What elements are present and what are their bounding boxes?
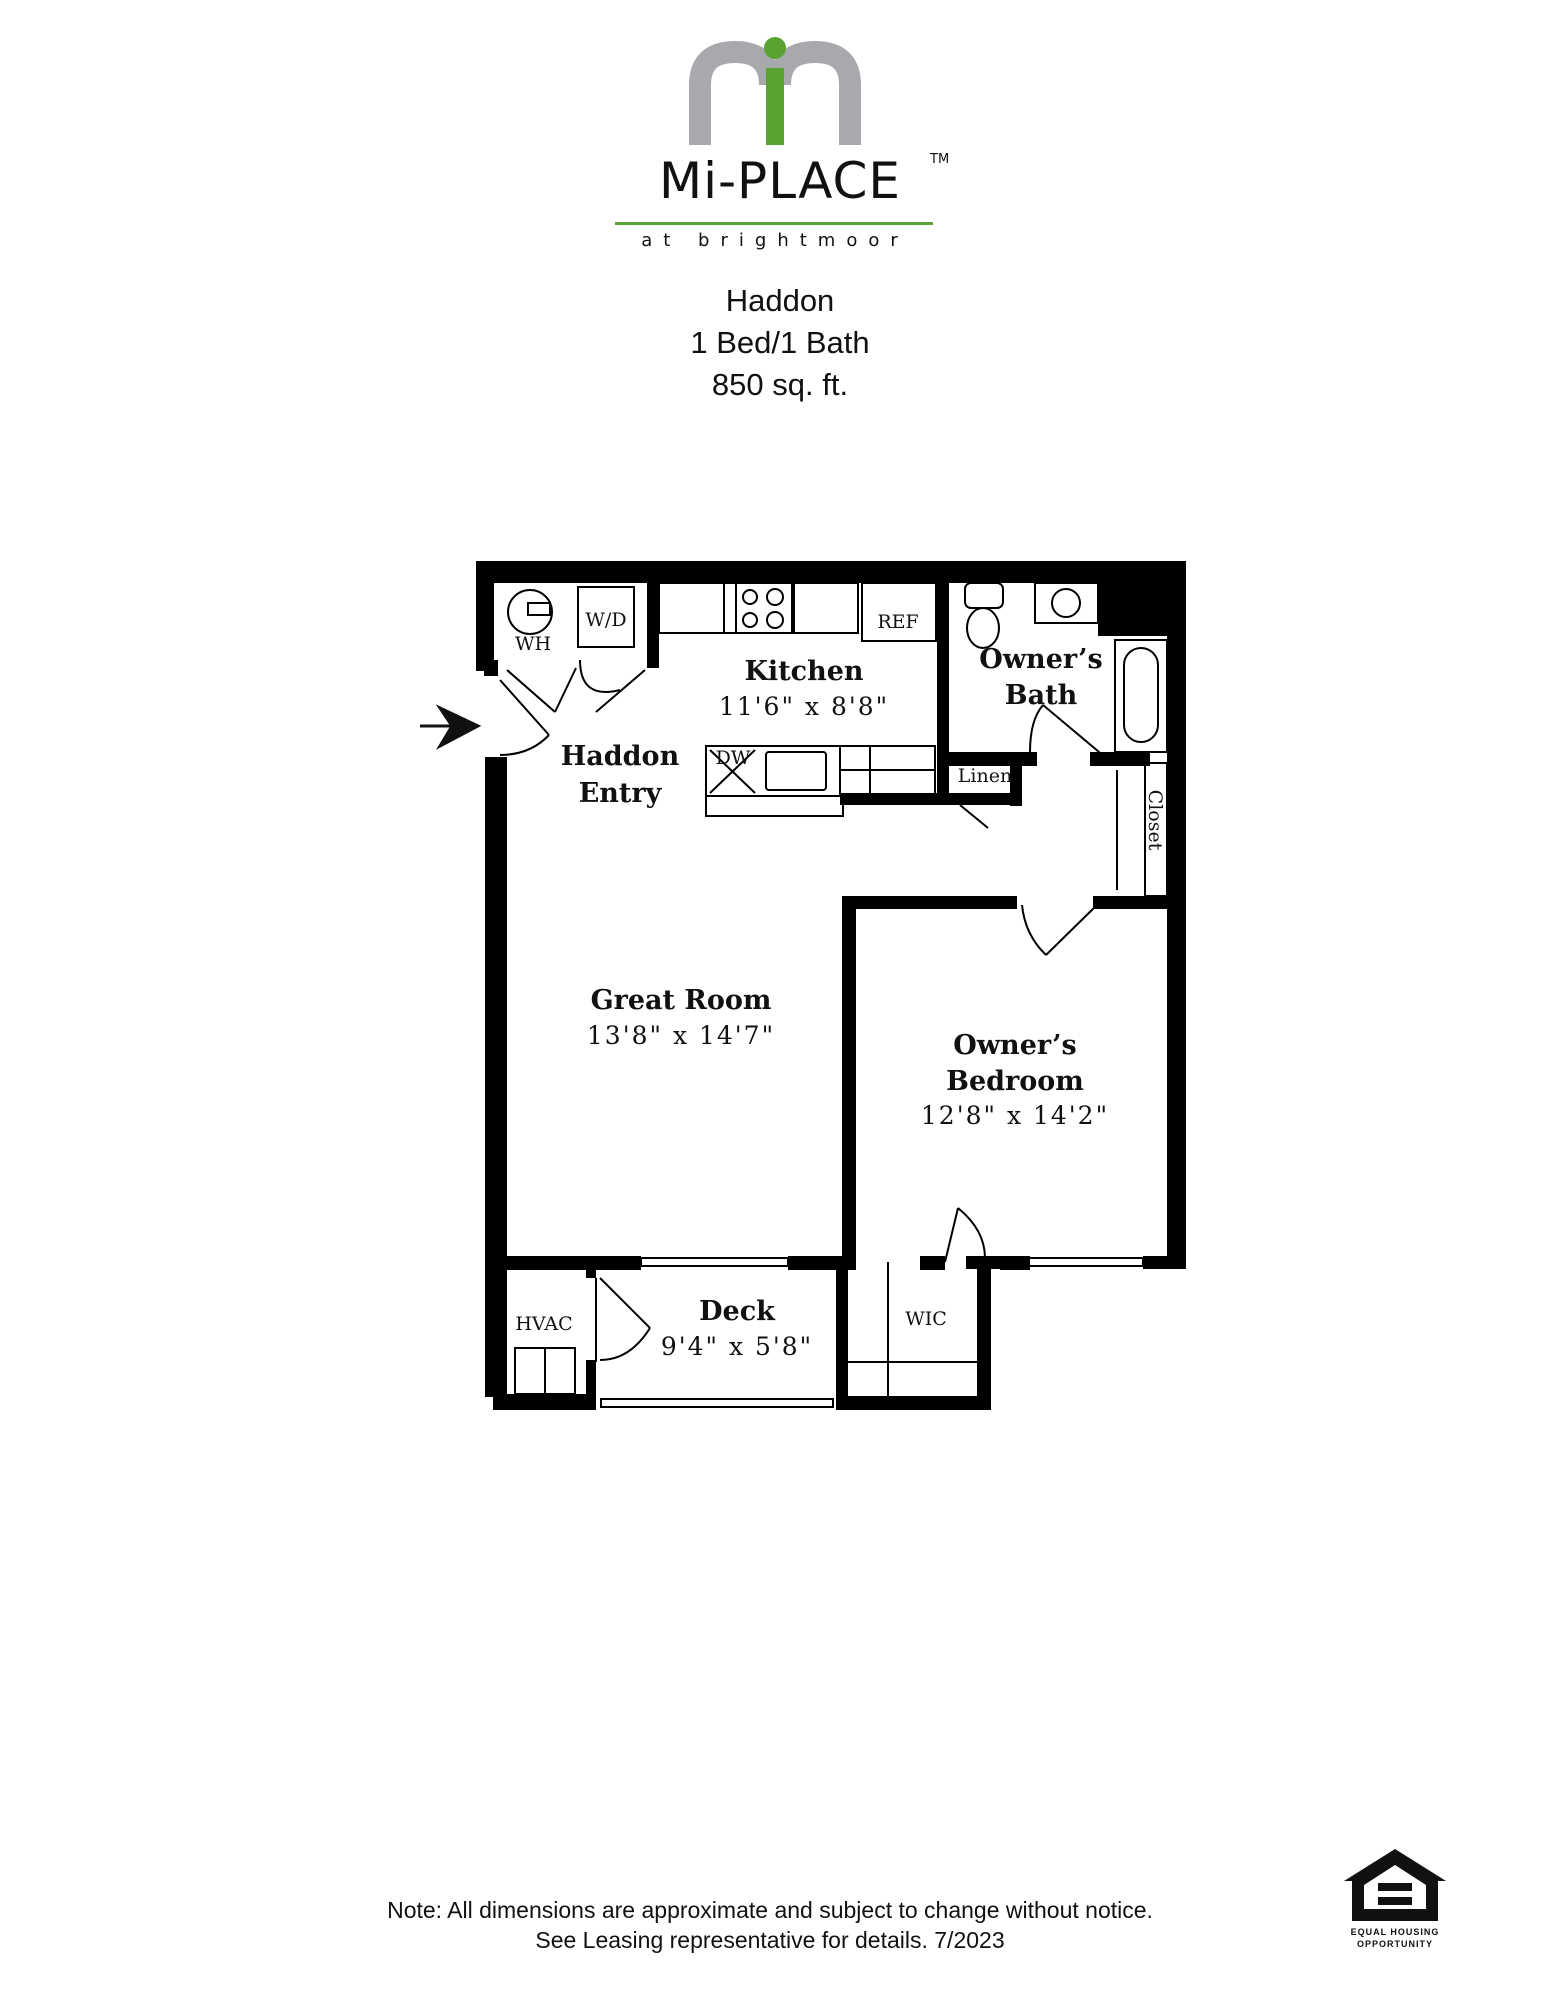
plan-area: 850 sq. ft. <box>711 367 849 402</box>
plan-bed-bath: 1 Bed/1 Bath <box>690 325 870 360</box>
bath-title-2: Bath <box>1005 680 1078 711</box>
dw-label: DW <box>716 747 751 769</box>
brand-subtitle: at brightmoor <box>641 230 909 251</box>
closet-label: Closet <box>1144 790 1166 851</box>
great-room-title: Great Room <box>591 985 772 1016</box>
entry-arrow-icon <box>420 704 482 750</box>
bedroom-dims: 12'8" x 14'2" <box>921 1101 1109 1130</box>
great-room-dims: 13'8" x 14'7" <box>587 1021 775 1050</box>
kitchen-dims: 11'6" x 8'8" <box>719 692 889 721</box>
wd-label: W/D <box>585 609 626 631</box>
disclaimer-note: Note: All dimensions are approximate and… <box>300 1895 1240 1955</box>
entry-title-2: Entry <box>579 778 663 809</box>
equal-housing-logo: EQUAL HOUSING OPPORTUNITY <box>1340 1845 1450 1955</box>
hvac-label: HVAC <box>515 1313 572 1335</box>
brand-name: Mi-PLACE <box>658 152 902 210</box>
equal-housing-line-1: EQUAL HOUSING <box>1350 1927 1440 1937</box>
walls <box>476 561 1186 1410</box>
equal-housing-line-2: OPPORTUNITY <box>1356 1939 1433 1949</box>
equal-housing-icon <box>1344 1849 1446 1921</box>
kitchen-title: Kitchen <box>744 656 863 687</box>
mi-logo-icon <box>689 37 861 145</box>
deck-dims: 9'4" x 5'8" <box>661 1332 813 1361</box>
note-line-1: Note: All dimensions are approximate and… <box>387 1897 1153 1923</box>
note-line-2: See Leasing representative for details. … <box>535 1927 1005 1953</box>
bedroom-title-1: Owner’s <box>953 1030 1076 1061</box>
wh-label: WH <box>515 633 551 655</box>
wic-label: WIC <box>905 1308 947 1330</box>
linen-label: Linen <box>958 765 1012 787</box>
bath-title-1: Owner’s <box>979 644 1102 675</box>
bedroom-title-2: Bedroom <box>946 1066 1084 1097</box>
brand-divider <box>615 222 933 225</box>
plan-name: Haddon <box>725 283 835 318</box>
ref-label: REF <box>877 611 918 633</box>
fixtures-lines <box>492 582 1168 1408</box>
brand-logo: Mi-PLACE TM at brightmoor <box>610 30 950 251</box>
deck-title: Deck <box>699 1296 776 1327</box>
trademark-mark: TM <box>930 152 950 167</box>
entry-title-1: Haddon <box>561 741 680 772</box>
